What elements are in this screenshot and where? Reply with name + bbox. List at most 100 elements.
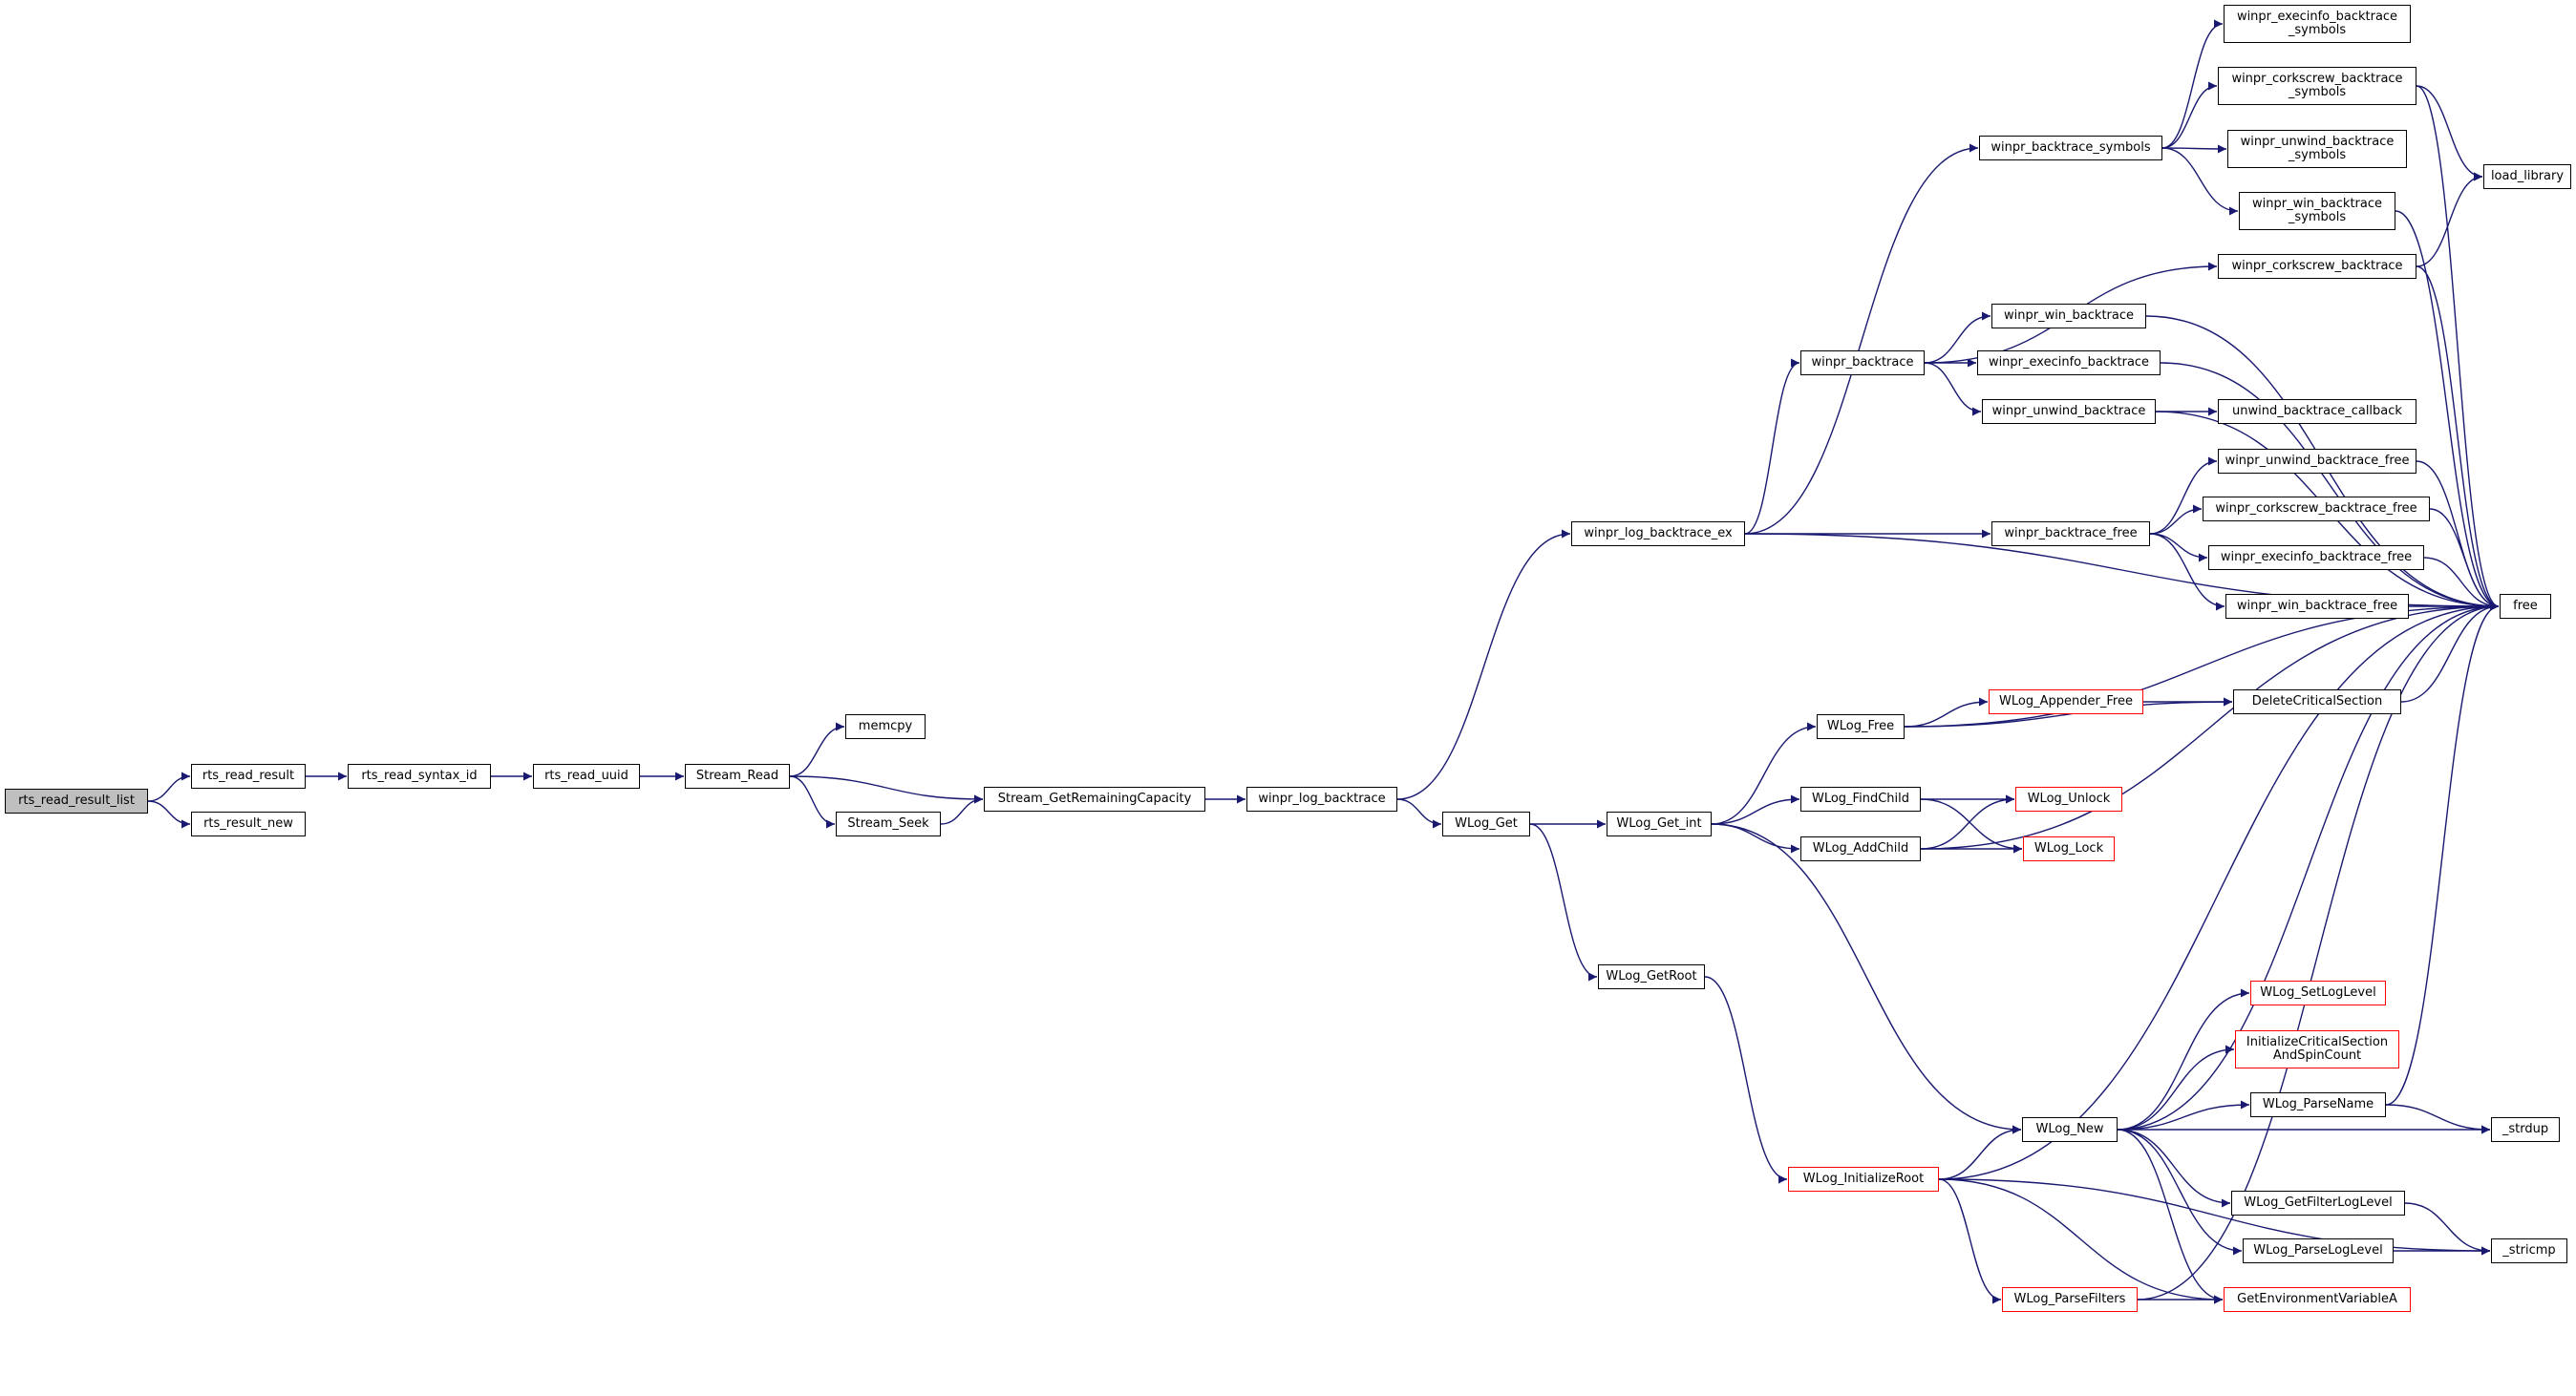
edge-n16-n18 [1711,722,1817,825]
edge-n14-n36 [2149,533,2225,611]
node-winpr-win-backtrace-symbols[interactable]: winpr_win_backtrace_symbols [2239,192,2395,230]
edge-n16-n19 [1711,794,1800,825]
edge-n19-n40 [1920,798,2023,854]
node-wlog-new[interactable]: WLog_New [2022,1117,2118,1142]
edge-n21-n45 [2117,1129,2231,1208]
node-winpr-execinfo-backtrace[interactable]: winpr_execinfo_backtrace [1977,350,2161,375]
node-winpr-execinfo-backtrace-symbols[interactable]: winpr_execinfo_backtrace_symbols [2224,5,2411,43]
edge-n24-n27 [2416,85,2483,181]
edge-n14-n34 [2149,504,2203,535]
edge-n12-n26 [2161,147,2239,216]
node-winpr-unwind-backtrace-symbols[interactable]: winpr_unwind_backtrace_symbols [2227,130,2407,168]
edge-n9-n11 [1396,798,1442,829]
edge-n10-n12 [1744,143,1979,535]
node-wlog-parsefilters[interactable]: WLog_ParseFilters [2002,1287,2138,1312]
node-load-library[interactable]: load_library [2483,164,2571,189]
node-winpr-win-backtrace[interactable]: winpr_win_backtrace [1991,304,2146,328]
node-winpr-corkscrew-backtrace[interactable]: winpr_corkscrew_backtrace [2218,254,2416,279]
node-wlog-get[interactable]: WLog_Get [1442,812,1530,836]
edge-n35-n15 [2423,557,2500,611]
edge-n8-n7 [940,794,984,825]
edge-n12-n25 [2161,144,2227,154]
edge-n22-n49 [1938,1178,2002,1304]
edge-n38-n15 [2400,602,2500,703]
edge-n18-n37 [1904,697,1989,728]
node-free[interactable]: free [2500,594,2551,619]
edge-n9-n10 [1396,529,1571,800]
node-winpr-corkscrew-backtrace-free[interactable]: winpr_corkscrew_backtrace_free [2203,497,2430,521]
edge-n34-n15 [2429,508,2500,611]
node-getenvironmentvariablea[interactable]: GetEnvironmentVariableA [2224,1287,2411,1312]
node-stream-getremainingcapacity[interactable]: Stream_GetRemainingCapacity [984,787,1205,812]
edge-n22-n21 [1938,1125,2022,1180]
node-wlog-getfilterloglevel[interactable]: WLog_GetFilterLogLevel [2231,1191,2405,1216]
node-wlog-getroot[interactable]: WLog_GetRoot [1598,964,1705,989]
edge-n12-n24 [2161,81,2218,149]
node-wlog-lock[interactable]: WLog_Lock [2023,836,2115,861]
edge-n5-n7 [789,775,984,804]
node-winpr-backtrace-symbols[interactable]: winpr_backtrace_symbols [1979,136,2162,160]
node-wlog-free[interactable]: WLog_Free [1817,714,1905,739]
edge-n43-n15 [2385,602,2500,1106]
edge-n26-n15 [2395,210,2500,611]
node-memcpy[interactable]: memcpy [845,714,926,739]
node-wlog-get-int[interactable]: WLog_Get_int [1607,812,1712,836]
edge-n21-n41 [2117,988,2250,1131]
node-wlog-initializeroot[interactable]: WLog_InitializeRoot [1788,1167,1939,1192]
edge-n13-n29 [1924,311,1991,364]
node-winpr-backtrace-free[interactable]: winpr_backtrace_free [1991,521,2150,546]
node-rts-result-new[interactable]: rts_result_new [191,812,306,836]
edge-n21-n42 [2117,1045,2235,1131]
edge-n30-n15 [2160,362,2500,611]
node-rts-read-result[interactable]: rts_read_result [191,764,306,789]
node-stream-seek[interactable]: Stream_Seek [836,812,941,836]
node-winpr-unwind-backtrace-free[interactable]: winpr_unwind_backtrace_free [2218,449,2416,474]
node-wlog-setloglevel[interactable]: WLog_SetLogLevel [2250,981,2386,1005]
edge-n22-n47 [1938,1178,2491,1256]
node-wlog-parsename[interactable]: WLog_ParseName [2250,1092,2386,1117]
edge-n22-n15 [1938,602,2500,1180]
edge-n49-n15 [2137,602,2500,1301]
edge-n20-n39 [1920,794,2015,850]
node-wlog-findchild[interactable]: WLog_FindChild [1800,787,1921,812]
edge-n45-n47 [2404,1202,2491,1256]
node-wlog-unlock[interactable]: WLog_Unlock [2015,787,2122,812]
edge-n22-n48 [1938,1178,2224,1304]
edge-n11-n17 [1529,823,1598,982]
node-winpr-log-backtrace-ex[interactable]: winpr_log_backtrace_ex [1571,521,1745,546]
node-stricmp[interactable]: _stricmp [2491,1238,2567,1263]
edge-n43-n44 [2385,1104,2491,1134]
edge-n14-n33 [2149,456,2218,535]
node-winpr-corkscrew-backtrace-symbols[interactable]: winpr_corkscrew_backtrace_symbols [2218,67,2416,105]
node-winpr-unwind-backtrace[interactable]: winpr_unwind_backtrace [1982,399,2156,424]
node-wlog-parseloglevel[interactable]: WLog_ParseLogLevel [2243,1238,2394,1263]
edge-n21-n43 [2117,1100,2250,1131]
edge-n10-n13 [1744,358,1800,535]
node-unwind-backtrace-callback[interactable]: unwind_backtrace_callback [2218,399,2416,424]
edge-n21-n46 [2117,1129,2243,1256]
edge-n24-n15 [2416,85,2500,611]
edge-n0-n1 [147,772,191,802]
node-rts-read-result-list[interactable]: rts_read_result_list [5,789,148,814]
edge-n13-n31 [1924,362,1982,416]
node-wlog-addchild[interactable]: WLog_AddChild [1800,836,1921,861]
node-winpr-execinfo-backtrace-free[interactable]: winpr_execinfo_backtrace_free [2208,545,2424,570]
edge-n21-n15 [2117,602,2500,1131]
edge-n21-n48 [2117,1129,2224,1304]
edge-n0-n2 [147,800,191,829]
node-stream-read[interactable]: Stream_Read [685,764,790,789]
node-strdup[interactable]: _strdup [2491,1117,2560,1142]
node-deletecriticalsection[interactable]: DeleteCriticalSection [2233,689,2401,714]
node-wlog-appender-free[interactable]: WLog_Appender_Free [1989,689,2143,714]
node-rts-read-uuid[interactable]: rts_read_uuid [533,764,640,789]
edge-n28-n15 [2416,265,2500,611]
edge-n16-n20 [1711,823,1800,854]
node-winpr-log-backtrace[interactable]: winpr_log_backtrace [1246,787,1397,812]
node-winpr-backtrace[interactable]: winpr_backtrace [1800,350,1925,375]
edge-n20-n15 [1920,602,2500,850]
node-rts-read-syntax-id[interactable]: rts_read_syntax_id [348,764,491,789]
node-winpr-win-backtrace-free[interactable]: winpr_win_backtrace_free [2225,594,2409,619]
